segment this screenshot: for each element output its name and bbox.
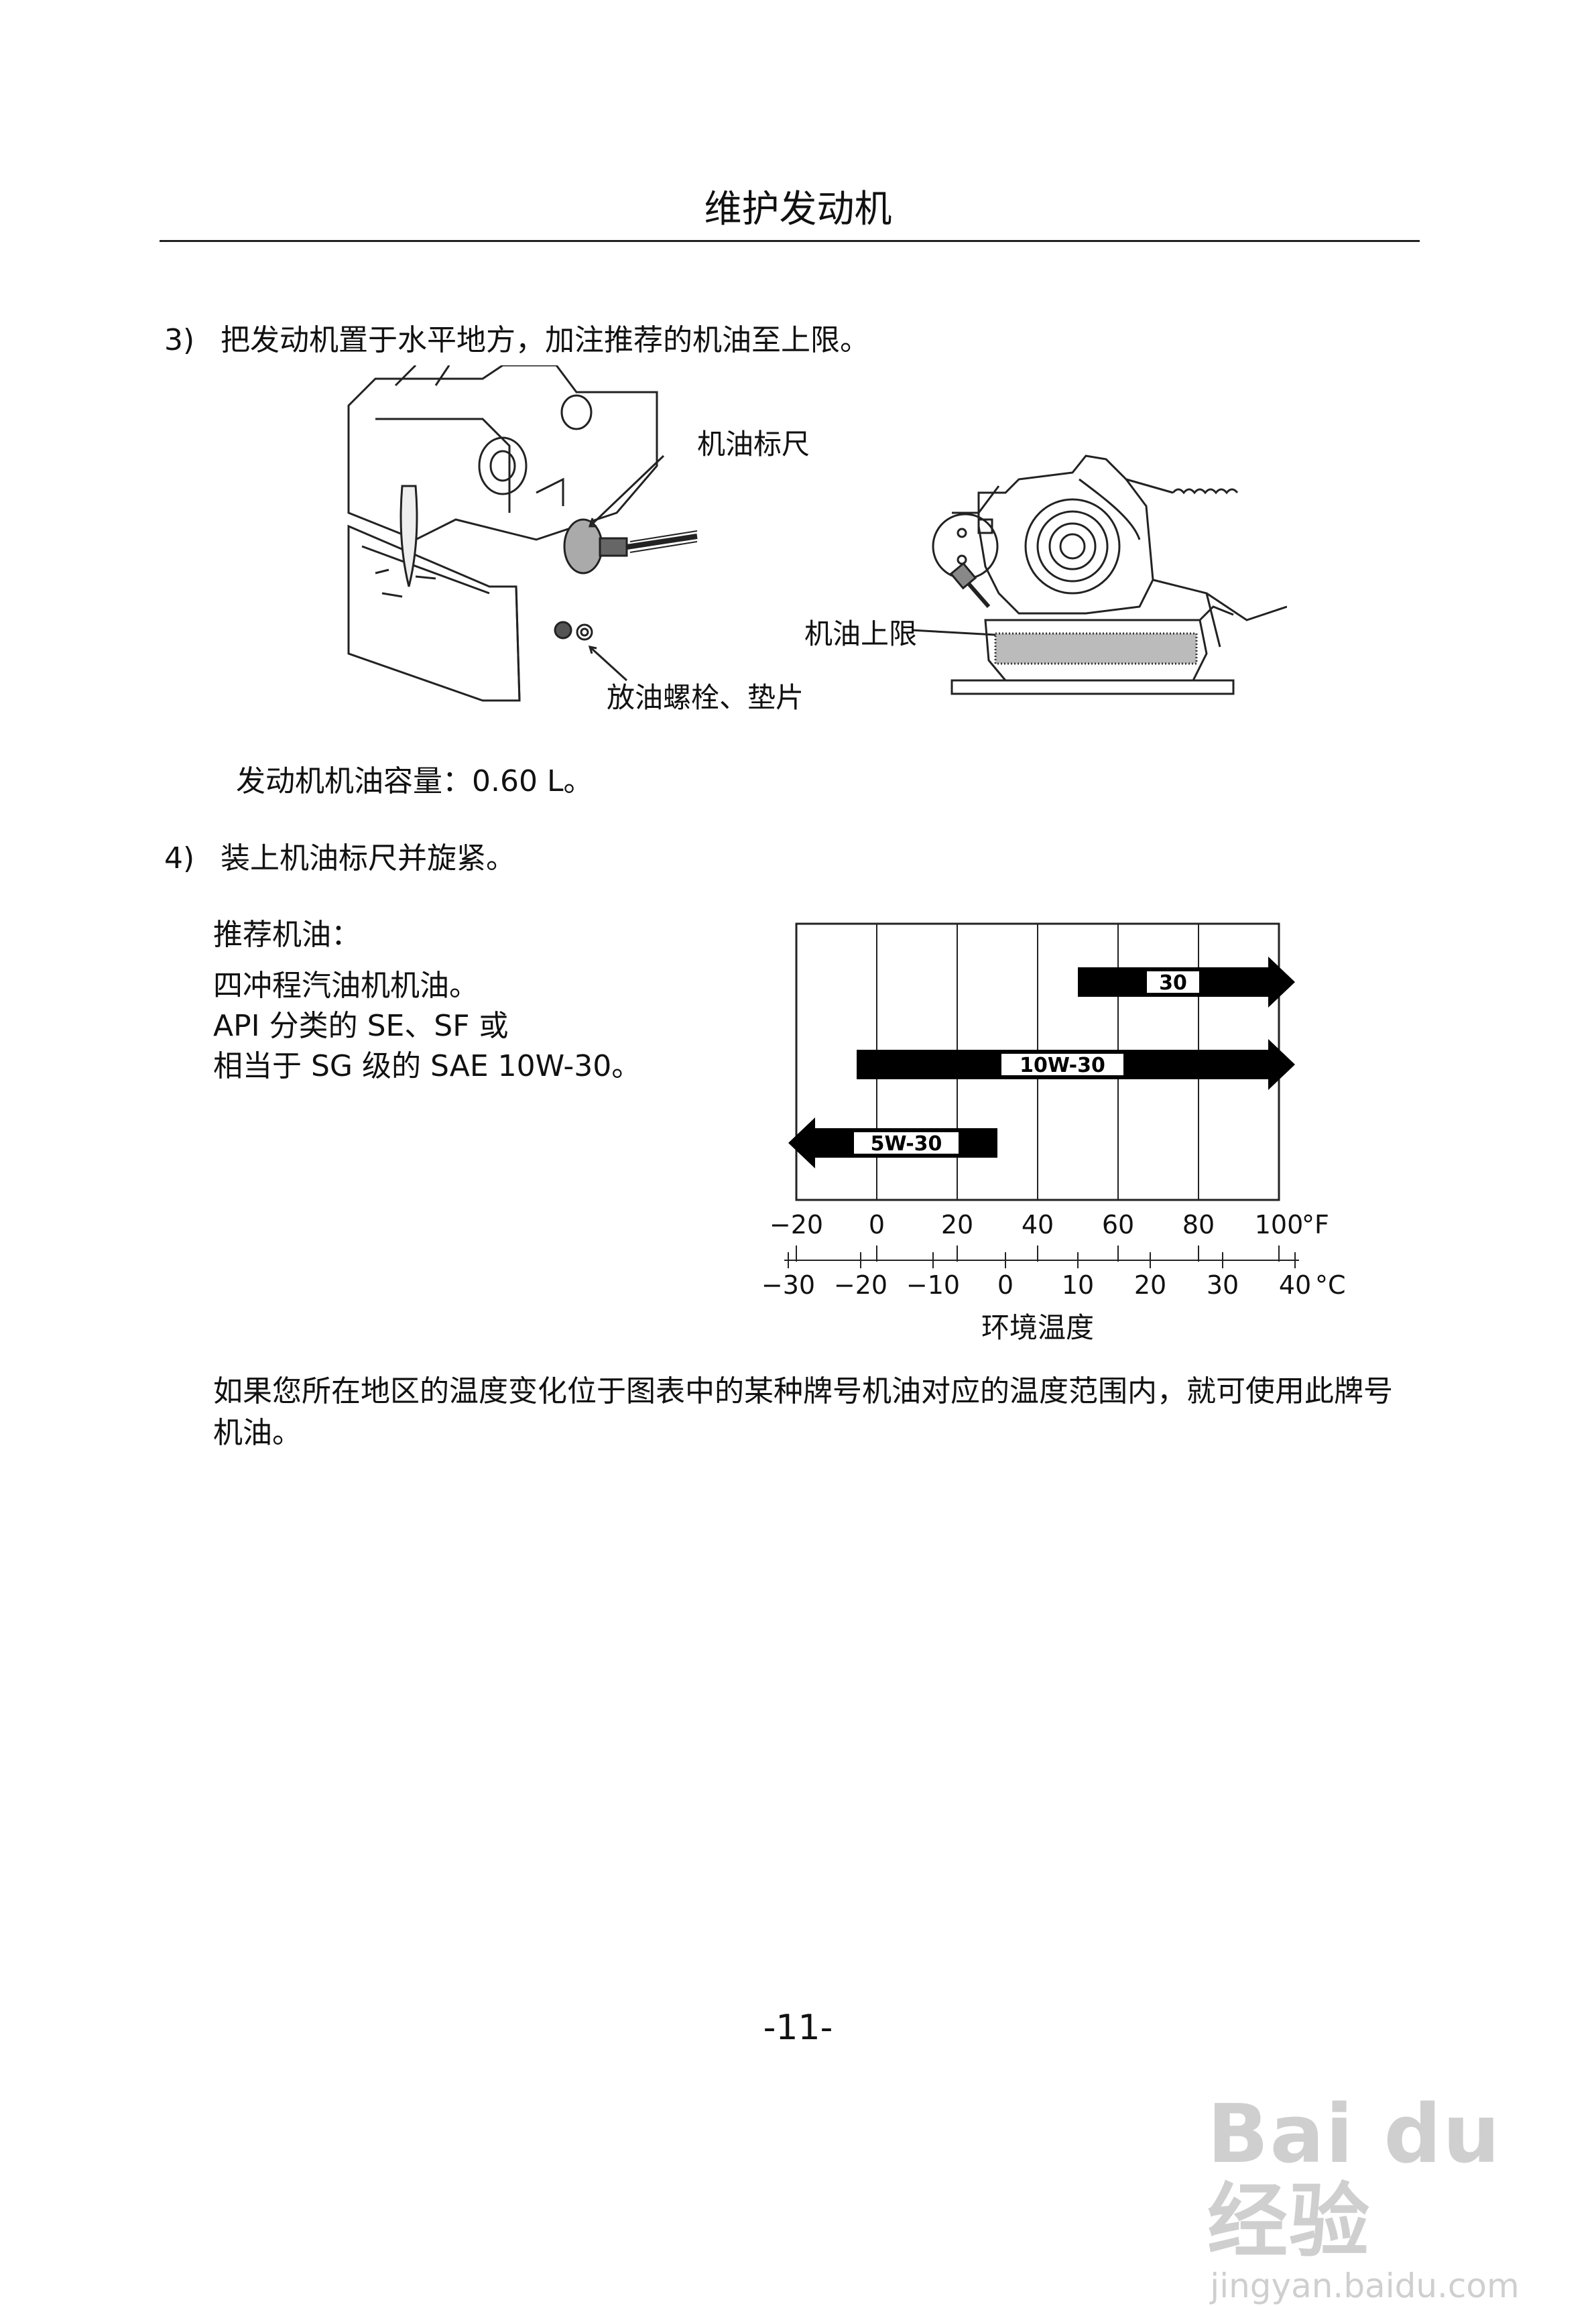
watermark: Bai du 经验 jingyan.baidu.com <box>1207 2091 1522 2306</box>
recommended-oil-line: 四冲程汽油机机油。 <box>213 969 479 1003</box>
oil-capacity: 发动机机油容量：0.60 L。 <box>236 764 593 798</box>
c-tick-label: 40 <box>1279 1270 1311 1300</box>
step-3: 3) 把发动机置于水平地方，加注推荐的机油至上限。 <box>164 322 869 359</box>
watermark-logo: Bai du 经验 <box>1207 2088 1501 2268</box>
header-divider <box>160 240 1420 242</box>
f-tick-label: 40 <box>1022 1210 1054 1239</box>
c-tick-label: 30 <box>1207 1270 1239 1300</box>
bar-label: 5W-30 <box>871 1132 942 1156</box>
recommended-oil-line: 相当于 SG 级的 SAE 10W-30。 <box>213 1049 641 1083</box>
f-tick-label: 80 <box>1182 1210 1215 1239</box>
callout-drain-bolt: 放油螺栓、垫片 <box>607 681 804 714</box>
callout-oil-upper-limit: 机油上限 <box>804 617 917 650</box>
f-tick-label: 20 <box>941 1210 973 1239</box>
f-tick-label: 60 <box>1102 1210 1134 1239</box>
bar-label-box <box>1000 1052 1125 1077</box>
step-4-text: 装上机油标尺并旋紧。 <box>221 841 515 875</box>
bar-label: 10W-30 <box>1020 1054 1105 1077</box>
f-tick-label: 0 <box>869 1210 885 1239</box>
f-unit-label: °F <box>1302 1210 1329 1239</box>
step-4-number: 4) <box>164 841 195 875</box>
c-tick-label: 20 <box>1134 1270 1166 1300</box>
c-unit-label: °C <box>1315 1270 1346 1300</box>
recommended-oil-heading: 推荐机油： <box>213 918 361 952</box>
chart-xlabel: 环境温度 <box>981 1311 1094 1344</box>
c-tick-label: −20 <box>834 1270 887 1300</box>
recommended-oil-block: 推荐机油： 四冲程汽油机机油。 API 分类的 SE、SF 或 相当于 SG 级… <box>213 915 641 1087</box>
recommended-oil-line: API 分类的 SE、SF 或 <box>213 1009 509 1043</box>
f-tick-label: 100 <box>1255 1210 1304 1239</box>
bar-label-box <box>853 1131 960 1155</box>
closing-paragraph: 如果您所在地区的温度变化位于图表中的某种牌号机油对应的温度范围内，就可使用此牌号… <box>213 1374 1393 1450</box>
bar-label: 30 <box>1159 971 1187 995</box>
c-tick-label: −30 <box>761 1270 815 1300</box>
oil-fill-illustration: 机油标尺 放油螺栓、垫片 机油上限 <box>347 365 1287 714</box>
step-3-text: 把发动机置于水平地方，加注推荐的机油至上限。 <box>221 323 869 357</box>
c-tick-label: 0 <box>997 1270 1014 1300</box>
c-tick-label: −10 <box>906 1270 960 1300</box>
step-4: 4) 装上机油标尺并旋紧。 <box>164 840 515 877</box>
c-tick-label: 10 <box>1062 1270 1094 1300</box>
watermark-url: jingyan.baidu.com <box>1210 2266 1520 2305</box>
f-tick-label: −20 <box>770 1210 823 1239</box>
callout-dipstick: 机油标尺 <box>697 428 810 461</box>
bar-label-box <box>1146 970 1201 994</box>
step-3-number: 3) <box>164 323 195 357</box>
page-number: -11- <box>763 2008 833 2048</box>
page-header-title: 维护发动机 <box>704 188 892 231</box>
